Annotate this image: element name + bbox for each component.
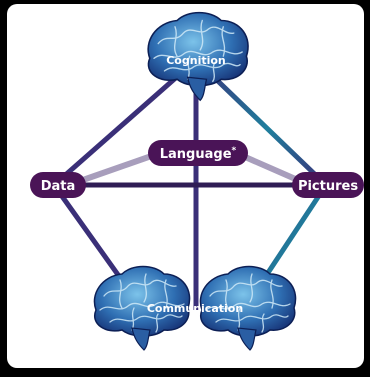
communication-label: Communication — [147, 302, 243, 315]
language-asterisk: * — [232, 146, 237, 156]
language-label: Language — [160, 147, 232, 162]
brain-cognition: Cognition — [147, 11, 249, 102]
pictures-label: Pictures — [298, 179, 358, 194]
diagram-edges — [51, 58, 329, 310]
cognition-label: Cognition — [166, 54, 226, 67]
node-language: Language* — [148, 140, 248, 166]
data-label: Data — [41, 179, 76, 194]
node-data: Data — [30, 172, 86, 198]
brain-communication: Communication — [93, 265, 297, 351]
edge-language-data — [79, 150, 161, 184]
svg-text:Language*: Language* — [160, 146, 237, 162]
node-pictures: Pictures — [292, 172, 364, 198]
